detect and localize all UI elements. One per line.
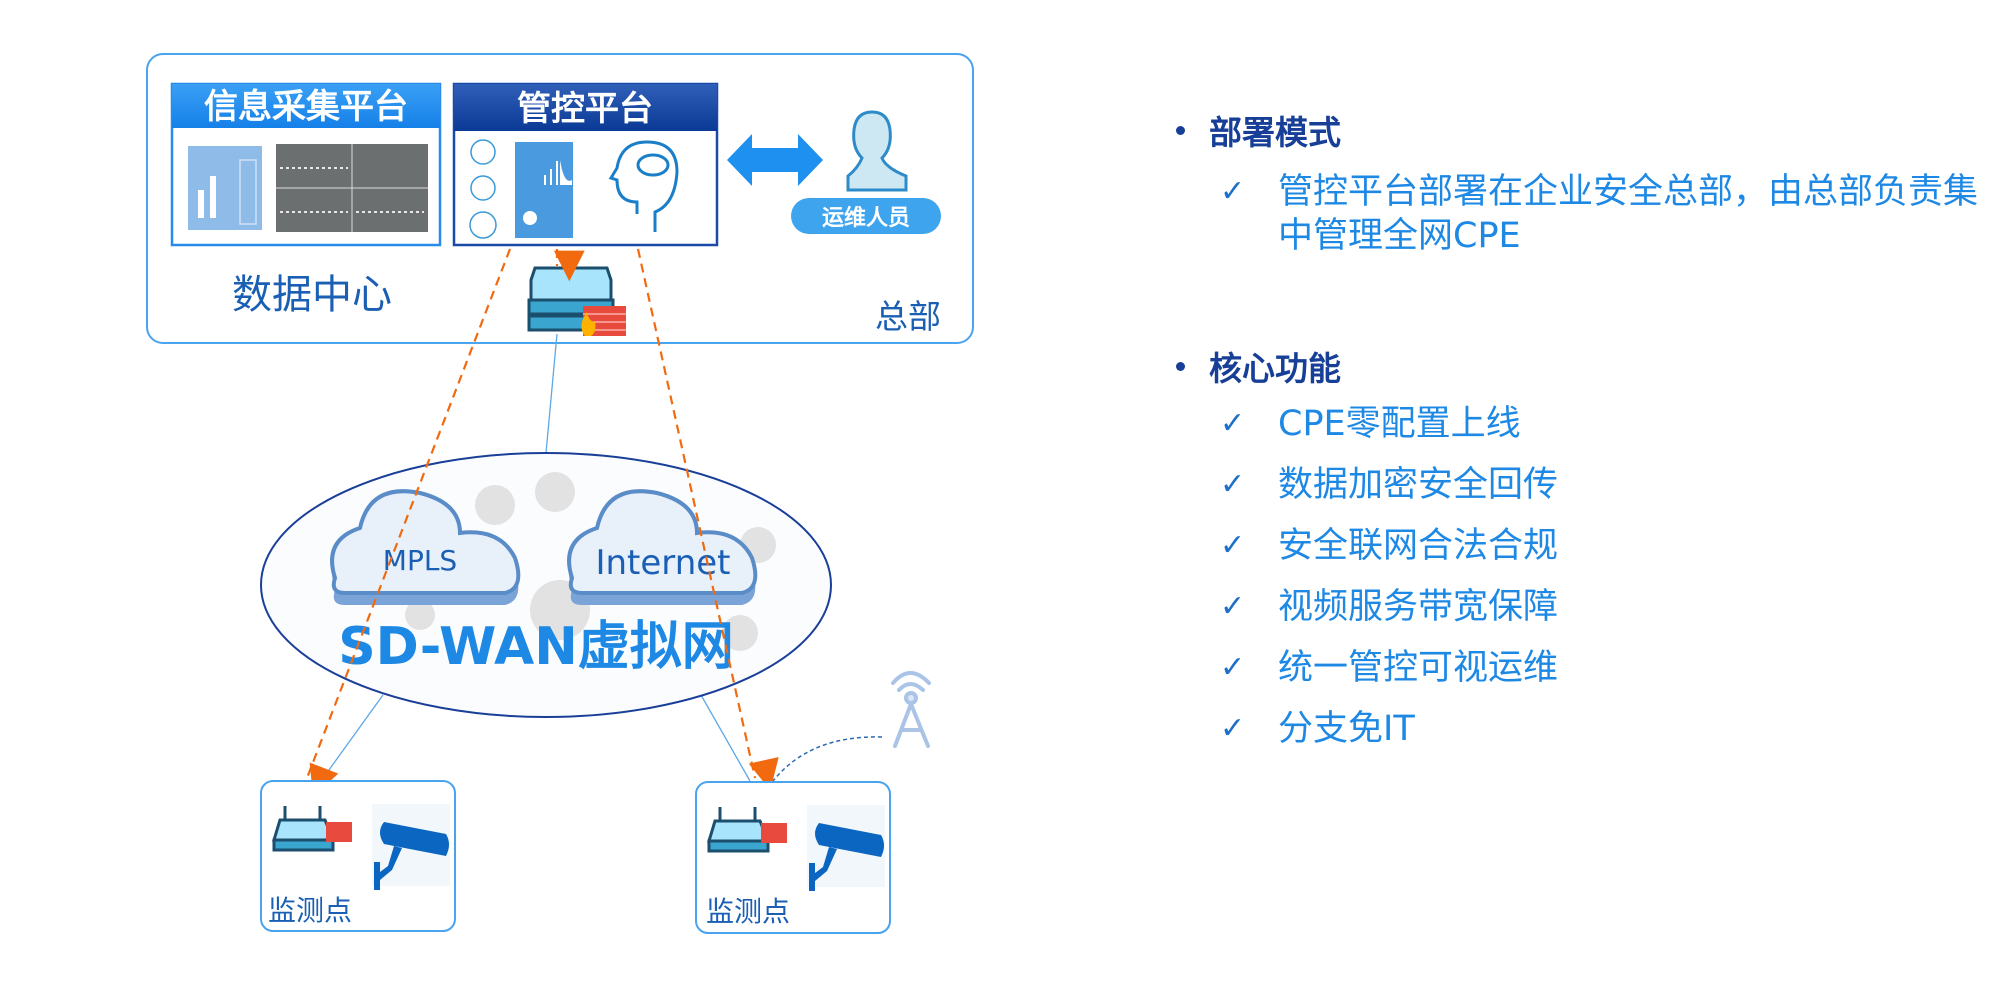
router-firewall-icon: [706, 807, 787, 853]
bullet-icon: [1176, 125, 1185, 135]
section-title: 核心功能: [1209, 349, 1341, 388]
list-item: ✓安全联网合法合规: [1220, 526, 1559, 566]
section-deployment-mode: 部署模式 ✓管控平台部署在企业安全总部，由总部负责集中管理全网CPE: [1170, 100, 2000, 258]
check-icon: ✓: [1220, 467, 1246, 502]
camera-icon: [807, 805, 885, 891]
list-item: ✓分支免IT: [1220, 709, 1415, 749]
list-item: ✓CPE零配置上线: [1220, 404, 1521, 444]
operator-person-icon: [846, 110, 908, 192]
list-item: ✓视频服务带宽保障: [1220, 587, 1559, 627]
gauge-icon: [470, 175, 496, 201]
list-item: ✓统一管控可视运维: [1220, 648, 1559, 688]
dashboard-icon: [188, 146, 262, 230]
radar-icon: [469, 211, 497, 239]
operator-label: 运维人员: [822, 205, 910, 231]
camera-icon: [372, 804, 450, 890]
analytics-dashboard-icon: [515, 142, 573, 238]
headquarters-label: 总部: [875, 297, 941, 336]
check-icon: ✓: [1220, 650, 1246, 685]
info-platform-title: 信息采集平台: [204, 87, 408, 127]
management-links: [305, 248, 779, 797]
check-icon: ✓: [1220, 589, 1246, 624]
mpls-cloud-icon: MPLS: [330, 489, 521, 605]
cell-tower-icon: [891, 671, 931, 748]
list-item: ✓数据加密安全回传: [1220, 465, 1559, 505]
operator-badge: 运维人员: [791, 198, 941, 234]
info-collection-platform[interactable]: 信息采集平台: [170, 82, 442, 247]
monitoring-site-right[interactable]: 监测点: [695, 781, 891, 934]
section-title: 部署模式: [1209, 113, 1341, 152]
check-icon: ✓: [1220, 528, 1246, 563]
site-label: 监测点: [706, 895, 790, 928]
hq-firewall-server-icon: [527, 266, 626, 336]
site-label: 监测点: [268, 894, 352, 927]
sdwan-title: SD-WAN虚拟网: [338, 617, 734, 677]
check-icon: ✓: [1220, 406, 1246, 441]
globe-icon: [470, 139, 496, 165]
bullet-icon: [1176, 361, 1185, 371]
sdwan-network: MPLS Internet SD-WAN虚拟网: [260, 452, 832, 718]
data-center-label: 数据中心: [232, 272, 392, 318]
monitoring-site-left[interactable]: 监测点: [260, 780, 456, 932]
internet-cloud-icon: Internet: [567, 489, 758, 605]
control-platform[interactable]: 管控平台: [452, 82, 719, 247]
feature-panel: 部署模式 ✓管控平台部署在企业安全总部，由总部负责集中管理全网CPE 核心功能 …: [1170, 100, 2000, 751]
router-firewall-icon: [271, 806, 352, 852]
bidirectional-arrow-icon: [727, 134, 823, 186]
ai-head-icon: [608, 140, 679, 232]
list-item: ✓管控平台部署在企业安全总部，由总部负责集中管理全网CPE: [1220, 172, 1979, 256]
section-core-functions: 核心功能 ✓CPE零配置上线 ✓数据加密安全回传 ✓安全联网合法合规 ✓视频服务…: [1170, 336, 2000, 751]
check-icon: ✓: [1220, 711, 1246, 746]
traffic-camera-image: [276, 144, 428, 232]
check-icon: ✓: [1220, 174, 1246, 209]
control-platform-title: 管控平台: [517, 89, 653, 129]
